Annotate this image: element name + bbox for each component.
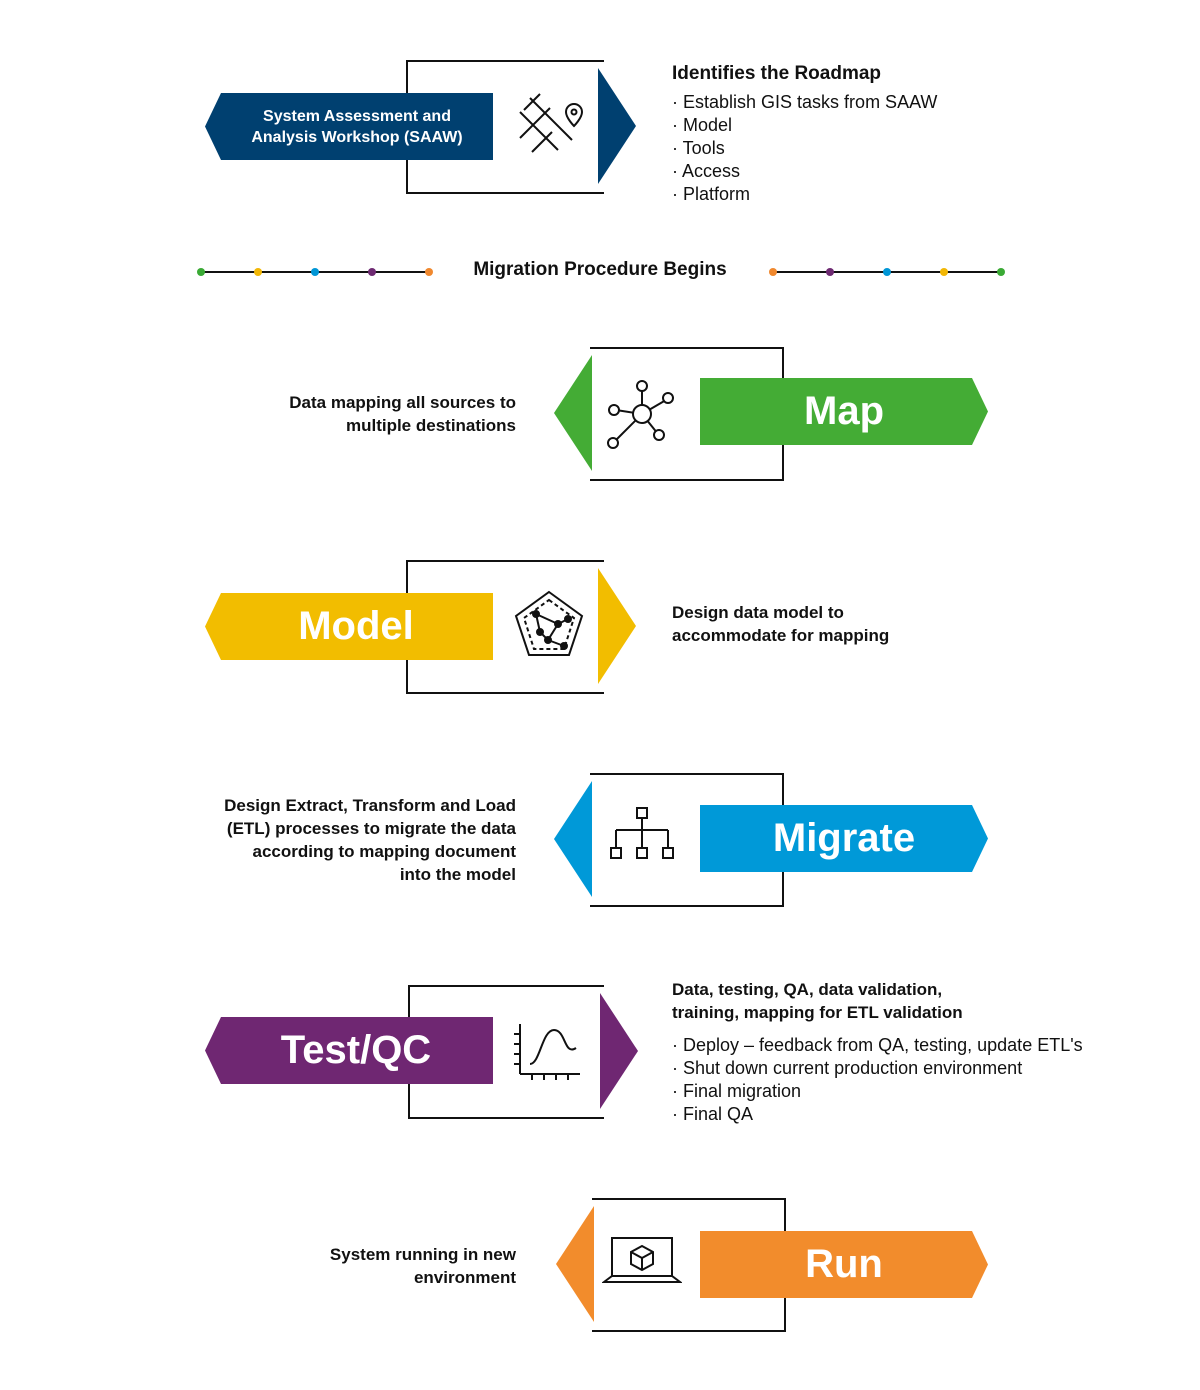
divider-title: Migration Procedure Begins [473,259,727,280]
migrate-label-text: Migrate [772,816,916,860]
test-bullets: Deploy – feedback from QA, testing, upda… [672,1034,1132,1126]
migrate-description: Design Extract, Transform and Load (ETL)… [224,796,516,884]
divider-dot [197,268,205,276]
test-chevron [600,993,638,1109]
map-label: Map [700,378,988,445]
list-item: Access [672,160,1092,183]
divider-dot [769,268,777,276]
divider-dot [311,268,319,276]
saaw-label: System Assessment and Analysis Workshop … [205,93,493,160]
list-item: Deploy – feedback from QA, testing, upda… [672,1034,1132,1057]
model-label: Model [205,593,493,660]
laptop-cube-icon [602,1237,682,1283]
map-label-text: Map [804,389,884,433]
run-label: Run [700,1231,988,1298]
test-label-text: Test/QC [280,1028,432,1072]
saaw-details: Identifies the Roadmap Establish GIS tas… [672,62,1092,206]
network-icon [607,380,674,449]
model-label-text: Model [298,604,414,648]
migrate-chevron [554,781,592,897]
divider-dot [826,268,834,276]
pentagon-model-icon [514,590,584,656]
list-item: Tools [672,137,1092,160]
model-chevron [598,568,636,684]
map-chevron [554,355,592,471]
list-item: Final QA [672,1103,1132,1126]
saaw-chevron [598,68,636,184]
map-pin-icon [519,93,584,153]
map-description: Data mapping all sources to multiple des… [289,393,516,435]
divider-dot [883,268,891,276]
run-description: System running in new environment [329,1245,516,1287]
divider-dot [997,268,1005,276]
saaw-heading: Identifies the Roadmap [672,63,882,84]
divider-dot [368,268,376,276]
chart-curve-icon [514,1024,580,1080]
run-label-text: Run [805,1242,883,1286]
test-label: Test/QC [205,1017,493,1084]
list-item: Platform [672,183,1092,206]
divider-dot [425,268,433,276]
list-item: Model [672,114,1092,137]
saaw-label-text: System Assessment and Analysis Workshop … [251,107,463,146]
list-item: Establish GIS tasks from SAAW [672,91,1092,114]
test-heading: Data, testing, QA, data validation, trai… [672,980,963,1022]
migrate-label: Migrate [700,805,988,872]
model-description: Design data model to accommodate for map… [672,603,890,645]
divider-dot [254,268,262,276]
list-item: Shut down current production environment [672,1057,1132,1080]
test-details: Data, testing, QA, data validation, trai… [672,978,1132,1126]
list-item: Final migration [672,1080,1132,1103]
divider-dot [940,268,948,276]
hierarchy-icon [610,807,674,859]
saaw-bullets: Establish GIS tasks from SAAW Model Tool… [672,91,1092,206]
run-chevron [556,1206,594,1322]
